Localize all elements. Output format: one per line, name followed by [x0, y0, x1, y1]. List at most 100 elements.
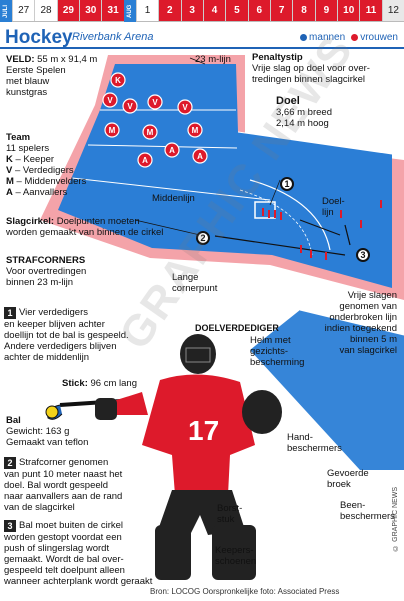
- penalty-title: Penaltystip: [252, 52, 303, 63]
- free-hit-info: Vrije slagen genomen van onderbroken lij…: [324, 290, 397, 356]
- date-cell-event: 8: [292, 0, 315, 21]
- page-title: Hockey: [5, 27, 73, 48]
- keeper-title: DOELVERDEDIGER: [195, 323, 279, 333]
- date-cell-event: 11: [359, 0, 382, 21]
- goal-info: Doel 3,66 m breed 2,14 m hoog: [276, 95, 332, 130]
- team-title: Team: [6, 132, 31, 143]
- player-marker: [142, 124, 158, 140]
- date-cell-event: 7: [269, 0, 293, 21]
- player-letter: V: [127, 102, 133, 111]
- hand-protector-label: Hand- beschermers: [287, 432, 342, 454]
- attacker-figure: [380, 200, 382, 208]
- stick-title: Stick:: [62, 378, 88, 389]
- date-cell-event: 31: [101, 0, 124, 21]
- step-marker-2: 2: [196, 231, 210, 245]
- player-letter: A: [142, 156, 148, 165]
- red-dot-icon: [351, 33, 359, 41]
- legend-women: vrouwen: [351, 32, 398, 43]
- hand-protector-left: [95, 398, 117, 420]
- field-size: 55 m x 91,4 m: [37, 54, 98, 65]
- pitch-lower: [250, 310, 404, 470]
- date-cell: 28: [34, 0, 56, 21]
- defender-figure: [268, 210, 270, 218]
- player-letter: A: [169, 146, 175, 155]
- date-cell-event: 2: [158, 0, 181, 21]
- chest-protector-label: Borst- stuk: [217, 503, 243, 525]
- date-cell: 1: [135, 0, 158, 21]
- player-marker: [147, 94, 163, 110]
- defender-figure: [280, 212, 282, 220]
- middle-line: [87, 144, 238, 149]
- credits: Bron: LOCOG Oorspronkelijke foto: Associ…: [150, 587, 340, 596]
- step-marker-3: 3: [356, 248, 370, 262]
- leg-guard-left: [155, 525, 191, 580]
- player-letter: M: [109, 126, 116, 135]
- player-marker: [104, 122, 120, 138]
- legend-men-label: mannen: [309, 32, 346, 43]
- field-desc-line: met blauw: [6, 76, 50, 87]
- field-desc-line: kunstgras: [6, 87, 48, 98]
- player-marker: [110, 72, 126, 88]
- month-label-aug: AUG: [123, 0, 136, 22]
- hand-protector-right: [242, 390, 282, 434]
- date-cell-event: 30: [79, 0, 102, 21]
- leader-line: [134, 219, 201, 236]
- goal-line-label: Doel- lijn: [322, 196, 345, 218]
- player-marker: [137, 152, 153, 168]
- date-cell-event: 5: [225, 0, 248, 21]
- blue-dot-icon: [300, 33, 308, 41]
- leader-line: [269, 179, 281, 206]
- pass-arrow: [214, 235, 346, 256]
- player-letter: V: [182, 103, 188, 112]
- date-cell-event: 29: [56, 0, 80, 21]
- date-cell-event: 9: [314, 0, 338, 21]
- ball-title: Bal: [6, 415, 21, 426]
- keeper-shoes-label: Keepers- schoenen: [215, 545, 257, 567]
- goalkeeper-illustration: 17: [45, 334, 282, 580]
- date-cell: 27: [12, 0, 34, 21]
- circle-info: Slagcirkel: Doelpunten moeten worden gem…: [6, 216, 164, 238]
- padded-shorts-label: Gevoerde broek: [327, 468, 369, 490]
- player-marker: [122, 98, 138, 114]
- step-marker-1: 1: [280, 177, 294, 191]
- team-count: 11 spelers: [6, 143, 50, 154]
- attacker-figure: [310, 250, 312, 258]
- date-cell: 12: [381, 0, 404, 21]
- ball-info: Bal Gewicht: 163 g Gemaakt van teflon: [6, 415, 89, 448]
- left-arm: [110, 392, 148, 415]
- role-midfielders: M – Middenvelders: [6, 176, 87, 187]
- role-keeper: K – Keeper: [6, 154, 55, 165]
- defender-figure: [262, 208, 264, 216]
- venue-name: Riverbank Arena: [72, 31, 154, 43]
- strafcorner-title: STRAFCORNERS: [6, 255, 86, 266]
- date-cell-event: 10: [337, 0, 360, 21]
- role-attackers: A – Aanvallers: [6, 187, 68, 198]
- player-letter: M: [147, 128, 154, 137]
- player-marker: [192, 148, 208, 164]
- copyright: © GRAPHIC NEWS: [392, 487, 399, 551]
- legend-men: mannen: [300, 32, 345, 43]
- circle-title: Slagcirkel:: [6, 216, 55, 227]
- ball-icon: [45, 405, 59, 419]
- player-marker: [102, 92, 118, 108]
- shooting-circle: [249, 179, 331, 251]
- player-figures: [262, 200, 382, 260]
- face-mask: [185, 347, 211, 363]
- helmet: [180, 334, 216, 374]
- player-marker: [164, 142, 180, 158]
- pitch: [58, 64, 392, 288]
- long-corner-label: Lange cornerpunt: [172, 272, 218, 294]
- leg-guard-label: Been- beschermers: [340, 500, 395, 522]
- attacker-figure: [325, 252, 327, 260]
- step-number-3: 3: [4, 520, 16, 532]
- header-rule: [0, 47, 404, 49]
- step-number-1: 1: [4, 307, 16, 319]
- middle-line-label: Middenlijn: [152, 193, 195, 204]
- legend-women-label: vrouwen: [360, 32, 398, 43]
- helmet-label: Helm met gezichts- bescherming: [250, 335, 305, 368]
